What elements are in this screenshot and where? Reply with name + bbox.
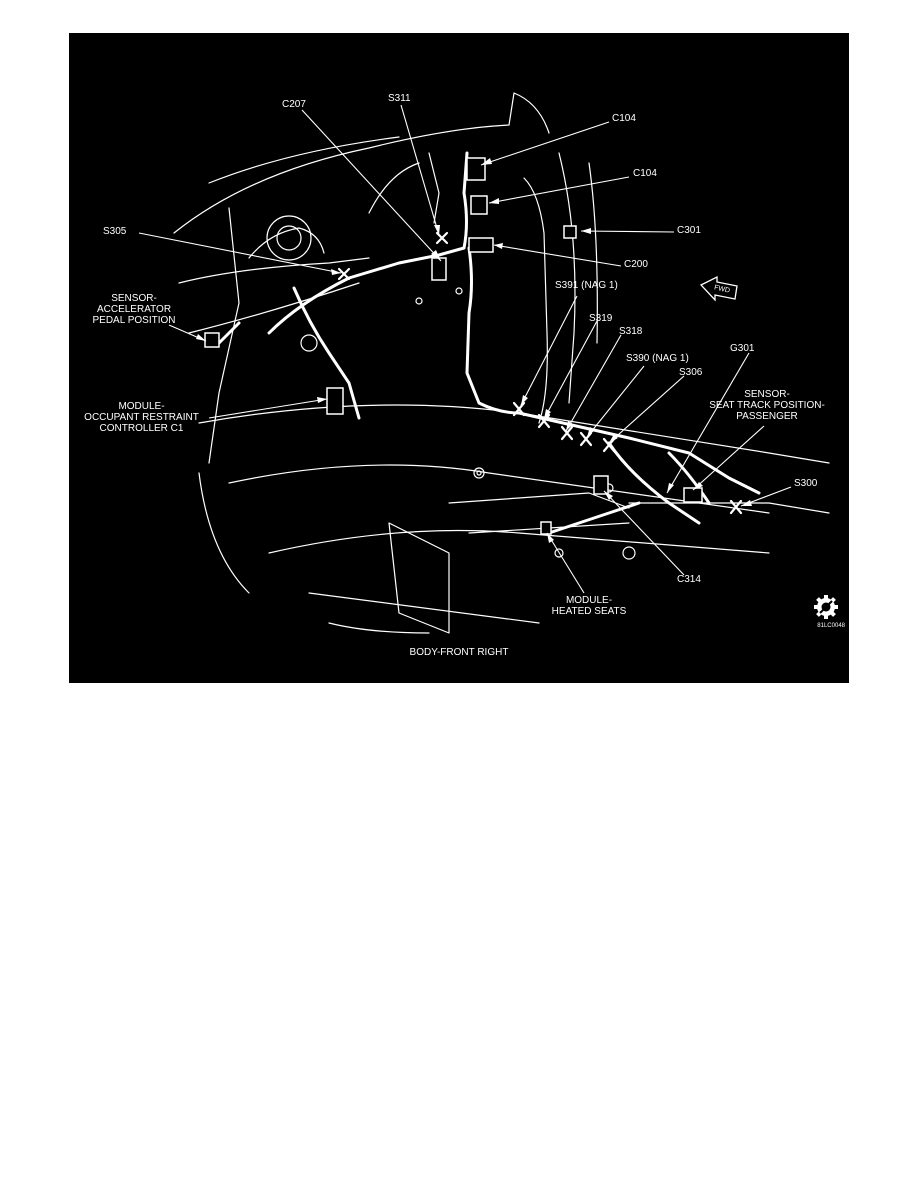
label-c314: C314 <box>677 574 701 585</box>
label-module-occupant-restraint: MODULE- OCCUPANT RESTRAINT CONTROLLER C1 <box>84 401 199 434</box>
label-sensor-seat-track: SENSOR- SEAT TRACK POSITION- PASSENGER <box>709 389 825 422</box>
label-s306: S306 <box>679 367 703 378</box>
label-s390: S390 (NAG 1) <box>626 353 689 364</box>
label-s319: S319 <box>589 313 613 324</box>
label-s391: S391 (NAG 1) <box>555 280 618 291</box>
label-s305: S305 <box>103 226 127 237</box>
label-sensor-accelerator: SENSOR- ACCELERATOR PEDAL POSITION <box>92 293 176 326</box>
label-c104-upper: C104 <box>612 113 636 124</box>
figure-code: 81LC0048 <box>817 623 845 629</box>
label-c207: C207 <box>282 99 306 110</box>
diagram-artwork <box>138 92 838 634</box>
label-s311: S311 <box>388 93 411 104</box>
diagram-caption: BODY-FRONT RIGHT <box>409 647 509 658</box>
label-g301: G301 <box>730 343 755 354</box>
label-c301: C301 <box>677 225 701 236</box>
label-c200: C200 <box>624 259 648 270</box>
label-module-heated-seats: MODULE- HEATED SEATS <box>551 595 627 617</box>
wiring-diagram: C207 S311 C104 C104 C301 S305 C200 S391 … <box>69 33 849 683</box>
fwd-arrow-icon <box>699 275 738 302</box>
gear-logo-icon <box>814 595 838 619</box>
label-c104-lower: C104 <box>633 168 657 179</box>
label-s300: S300 <box>794 478 818 489</box>
label-s318: S318 <box>619 326 643 337</box>
